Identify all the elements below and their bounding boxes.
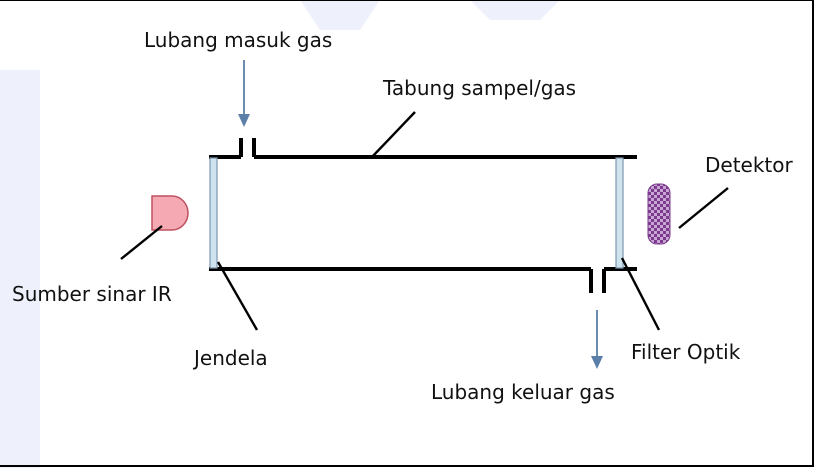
tube-bottom-wall bbox=[209, 267, 637, 293]
source-leader bbox=[120, 225, 163, 260]
label-detector: Detektor bbox=[705, 153, 793, 177]
window-right bbox=[615, 157, 624, 269]
label-source: Sumber sinar IR bbox=[12, 282, 172, 306]
label-filter: Filter Optik bbox=[631, 340, 741, 364]
flow-arrows bbox=[238, 60, 603, 369]
detector-leader bbox=[678, 187, 729, 229]
label-inlet: Lubang masuk gas bbox=[144, 28, 333, 52]
background-shape bbox=[470, 0, 560, 20]
window-left bbox=[209, 157, 218, 269]
tube-leader bbox=[371, 111, 416, 158]
filter-leader bbox=[620, 257, 661, 331]
inlet-arrow-head bbox=[238, 114, 250, 127]
ir-source-icon bbox=[151, 195, 189, 231]
window-leader bbox=[216, 261, 259, 331]
label-tube: Tabung sampel/gas bbox=[383, 76, 577, 100]
label-window: Jendela bbox=[194, 346, 268, 370]
background-shape bbox=[300, 0, 380, 30]
leader-lines bbox=[120, 111, 729, 331]
label-outlet: Lubang keluar gas bbox=[431, 380, 615, 404]
background-band bbox=[0, 70, 40, 468]
detector-icon bbox=[647, 183, 671, 245]
tube-top-wall bbox=[209, 138, 637, 159]
outlet-arrow-head bbox=[591, 356, 603, 369]
